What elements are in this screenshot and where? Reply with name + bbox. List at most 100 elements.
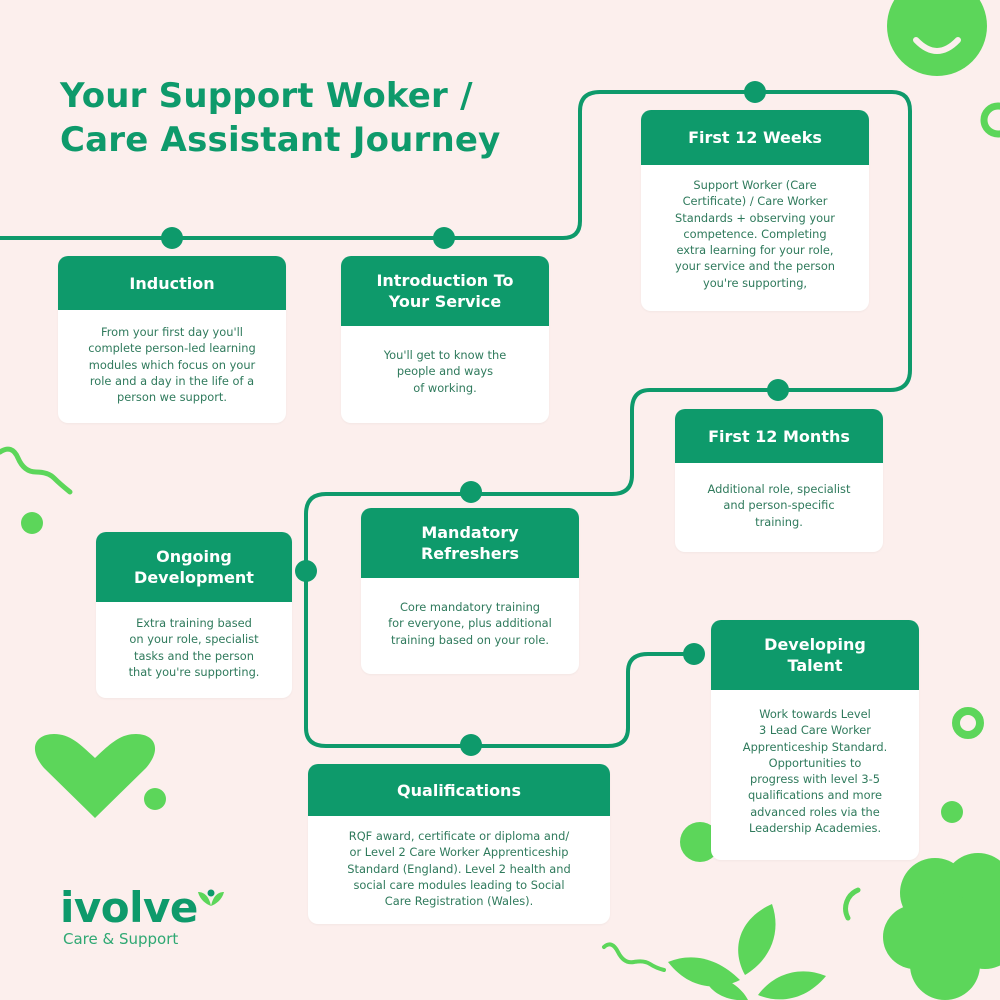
logo-tagline: Care & Support xyxy=(63,930,179,948)
step-description-line: social care modules leading to Social xyxy=(353,877,565,892)
step-title-line: Refreshers xyxy=(420,544,520,563)
path-node xyxy=(744,81,766,103)
step-description-line: 3 Lead Care Worker xyxy=(759,723,871,738)
step-description-line: Extra training based xyxy=(136,616,252,630)
step-title-line: Developing xyxy=(764,635,866,654)
step-title: Qualifications xyxy=(308,764,610,816)
step-description: Extra training based on your role, speci… xyxy=(96,602,292,680)
step-card-ongoing-development: Ongoing Development Extra training based… xyxy=(96,532,292,698)
step-description-line: Apprenticeship Standard. xyxy=(742,739,888,754)
step-title: Induction xyxy=(58,256,286,310)
step-title-line: Introduction To xyxy=(376,271,514,290)
step-title-line: Ongoing xyxy=(156,547,232,566)
flower-icon xyxy=(883,853,1000,1000)
step-description-line: Leadership Academies. xyxy=(748,821,882,836)
step-card-mandatory-refreshers: Mandatory Refreshers Core mandatory trai… xyxy=(361,508,579,674)
step-description-line: your service and the person xyxy=(674,259,836,274)
path-node xyxy=(683,643,705,665)
step-card-developing-talent: Developing Talent Work towards Level 3 L… xyxy=(711,620,919,860)
step-description: Work towards Level 3 Lead Care Worker Ap… xyxy=(711,690,919,836)
step-description-line: training. xyxy=(755,514,803,529)
title-line: Your Support Woker / xyxy=(60,76,473,116)
step-description-line: Care Registration (Wales). xyxy=(384,894,534,909)
step-title-line: First 12 Weeks xyxy=(688,128,822,147)
step-title-line: Your Service xyxy=(388,292,502,311)
title-line: Care Assistant Journey xyxy=(60,120,501,160)
path-node xyxy=(161,227,183,249)
arc-icon xyxy=(843,887,861,921)
step-description-line: and person-specific xyxy=(723,498,835,513)
step-description-line: that you're supporting. xyxy=(128,664,260,679)
step-description: You'll get to know the people and ways o… xyxy=(341,326,549,396)
logo-wordmark: ivolve xyxy=(60,883,198,932)
step-description: Additional role, specialist and person-s… xyxy=(675,463,883,530)
path-node xyxy=(295,560,317,582)
step-title-line: Induction xyxy=(129,273,215,293)
step-description-line: person we support. xyxy=(117,390,227,405)
leaf-sprout-icon xyxy=(198,889,224,906)
step-title: Developing Talent xyxy=(711,620,919,690)
dot-icon xyxy=(680,822,720,862)
step-description-line: advanced roles via the xyxy=(750,804,880,819)
journey-path xyxy=(0,90,912,748)
path-node xyxy=(433,227,455,249)
path-node xyxy=(460,734,482,756)
step-description-line: Standard (England). Level 2 health and xyxy=(347,861,571,876)
step-description-line: progress with level 3-5 xyxy=(750,772,880,787)
step-description-line: qualifications and more xyxy=(747,788,883,803)
step-description-line: of working. xyxy=(413,380,477,395)
step-description-line: you're supporting, xyxy=(702,275,808,290)
step-description-line: or Level 2 Care Worker Apprenticeship xyxy=(349,845,569,860)
ivolve-logo: ivolve Care & Support xyxy=(60,883,224,948)
heart-icon xyxy=(34,734,156,818)
leaves-icon xyxy=(668,904,826,1000)
step-description-line: Additional role, specialist xyxy=(707,482,851,496)
step-card-first-12-months: First 12 Months Additional role, special… xyxy=(675,409,883,552)
step-title: Mandatory Refreshers xyxy=(361,508,579,578)
step-card-first-12-weeks: First 12 Weeks Support Worker (Care Cert… xyxy=(641,110,869,311)
step-description-line: Certificate) / Care Worker xyxy=(682,194,828,209)
step-description-line: Support Worker (Care xyxy=(693,178,817,192)
step-description-line: people and ways xyxy=(396,364,494,379)
page-title: Your Support Woker / Care Assistant Jour… xyxy=(60,74,580,162)
dot-icon xyxy=(21,512,43,534)
step-title: First 12 Months xyxy=(675,409,883,463)
squiggle-icon xyxy=(0,446,73,495)
step-card-induction: Induction From your first day you'll com… xyxy=(58,256,286,423)
step-description-line: role and a day in the life of a xyxy=(89,373,255,388)
step-title-line: Qualifications xyxy=(397,780,521,800)
step-description-line: Core mandatory training xyxy=(399,600,541,614)
step-title-line: Talent xyxy=(787,656,843,675)
step-description-line: tasks and the person xyxy=(134,648,254,663)
step-description-line: competence. Completing xyxy=(683,226,827,241)
step-description: RQF award, certificate or diploma and/ o… xyxy=(308,816,610,909)
step-description-line: extra learning for your role, xyxy=(676,243,834,258)
step-title: First 12 Weeks xyxy=(641,110,869,165)
step-description-line: training based on your role. xyxy=(391,632,549,647)
step-title-line: First 12 Months xyxy=(708,426,850,446)
step-description-line: on your role, specialist xyxy=(129,632,259,647)
step-description-line: modules which focus on your xyxy=(88,357,256,372)
step-title-line: Development xyxy=(134,568,254,587)
ring-icon xyxy=(952,707,984,739)
path-nodes xyxy=(161,81,789,756)
step-card-qualifications: Qualifications RQF award, certificate or… xyxy=(308,764,610,924)
step-description-line: Work towards Level xyxy=(759,707,871,721)
step-description: Support Worker (Care Certificate) / Care… xyxy=(641,165,869,291)
dot-icon xyxy=(144,788,166,810)
step-description: From your first day you'll complete pers… xyxy=(58,310,286,405)
step-title: Ongoing Development xyxy=(96,532,292,602)
step-card-introduction-to-your-service: Introduction To Your Service You'll get … xyxy=(341,256,549,423)
step-description-line: complete person-led learning xyxy=(88,341,256,356)
path-node xyxy=(460,481,482,503)
step-title: Introduction To Your Service xyxy=(341,256,549,326)
step-description-line: You'll get to know the xyxy=(383,348,507,362)
smiley-icon xyxy=(887,0,987,76)
dot-icon xyxy=(941,801,963,823)
step-description-line: From your first day you'll xyxy=(101,325,243,339)
step-description: Core mandatory training for everyone, pl… xyxy=(361,578,579,648)
step-title-line: Mandatory xyxy=(421,523,519,542)
squiggle-icon xyxy=(602,942,666,972)
